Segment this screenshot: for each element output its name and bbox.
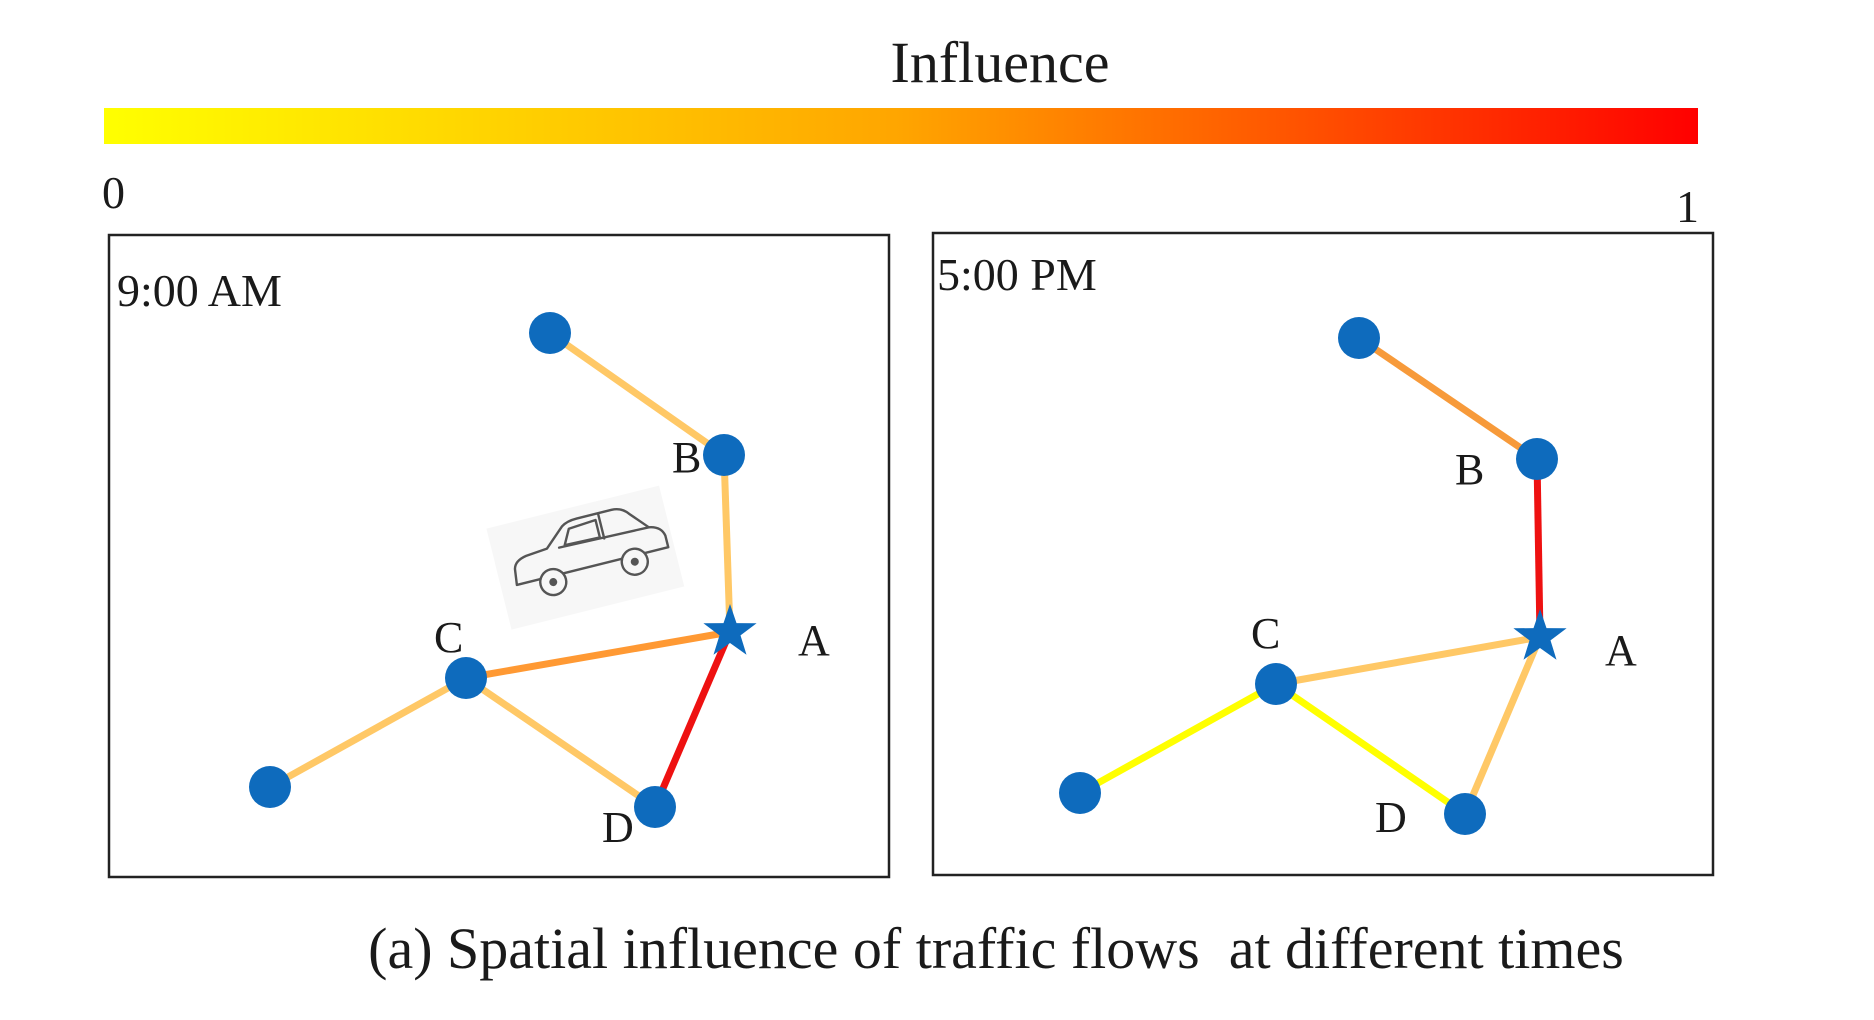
color-scale-bar <box>104 108 1698 144</box>
panel-morning-time-label: 9:00 AM <box>117 265 282 316</box>
node-label-D: D <box>602 803 634 852</box>
legend-min-label: 0 <box>102 167 125 218</box>
node-B <box>703 434 745 476</box>
panel-evening-time-label: 5:00 PM <box>937 249 1097 300</box>
edge-C-D <box>1274 681 1467 817</box>
node-A-star-icon <box>703 604 757 655</box>
edge-B-A <box>1533 458 1544 638</box>
edge-A-D <box>1461 635 1544 816</box>
edge-left-C <box>1078 680 1278 797</box>
node-label-D: D <box>1375 793 1407 842</box>
node-label-A: A <box>798 616 830 665</box>
panel-evening: 5:00 PM B A C D <box>931 231 1715 877</box>
edge-C-A <box>1275 633 1541 688</box>
node-A-star-icon <box>1513 609 1567 660</box>
node-C <box>445 657 487 699</box>
node-top <box>529 312 571 354</box>
panel-morning-nodes <box>249 312 757 828</box>
edge-C-D <box>464 675 657 810</box>
panel-evening-labels: B A C D <box>1251 445 1637 842</box>
node-B <box>1516 438 1558 480</box>
edge-B-A <box>720 454 734 633</box>
node-D <box>634 786 676 828</box>
edge-top-B <box>547 330 727 458</box>
node-label-B: B <box>672 433 701 482</box>
node-left <box>249 766 291 808</box>
panel-morning: 9:00 AM B A C D <box>107 233 891 879</box>
node-top <box>1338 317 1380 359</box>
influence-legend: Influence 0 1 <box>102 30 1699 232</box>
edge-C-A <box>465 628 731 682</box>
node-left <box>1059 772 1101 814</box>
node-label-A: A <box>1605 626 1637 675</box>
panel-morning-edges <box>268 330 734 810</box>
panel-evening-edges <box>1078 335 1544 817</box>
node-C <box>1255 663 1297 705</box>
panel-evening-nodes <box>1059 317 1567 835</box>
figure-caption: (a) Spatial influence of traffic flows a… <box>368 916 1624 981</box>
car-icon <box>486 485 685 630</box>
legend-max-label: 1 <box>1676 181 1699 232</box>
legend-title: Influence <box>891 30 1110 95</box>
edge-left-C <box>268 674 468 791</box>
node-label-B: B <box>1455 445 1484 494</box>
node-D <box>1444 793 1486 835</box>
node-label-C: C <box>434 613 463 662</box>
panel-morning-labels: B A C D <box>434 433 830 852</box>
node-label-C: C <box>1251 609 1280 658</box>
edge-top-B <box>1357 335 1539 462</box>
edge-A-D <box>651 630 734 809</box>
panel-evening-frame <box>931 231 1715 877</box>
